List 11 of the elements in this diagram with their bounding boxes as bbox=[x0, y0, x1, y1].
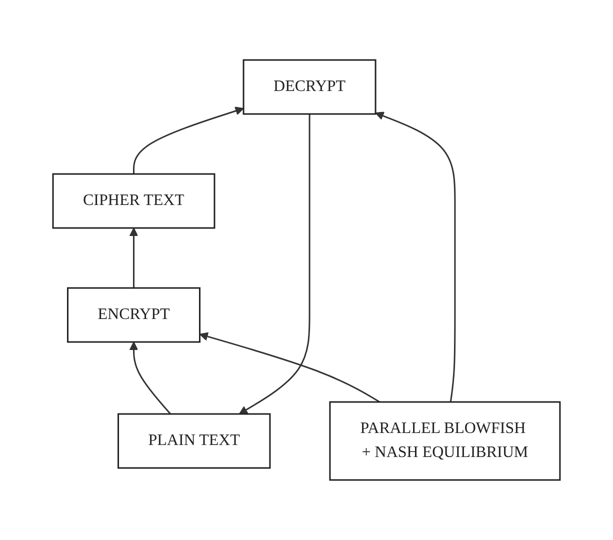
arrow bbox=[199, 332, 380, 403]
arrow bbox=[129, 342, 172, 414]
node-box: CIPHER TEXT bbox=[52, 173, 216, 229]
arrow bbox=[129, 228, 138, 288]
node-box: PARALLEL BLOWFISH + NASH EQUILIBRIUM bbox=[329, 401, 561, 481]
arrow bbox=[238, 114, 310, 414]
node-box: PLAIN TEXT bbox=[118, 413, 271, 469]
arrow bbox=[133, 106, 244, 174]
node-box: DECRYPT bbox=[242, 59, 376, 115]
node-box: ENCRYPT bbox=[67, 287, 201, 343]
arrow bbox=[375, 112, 456, 402]
